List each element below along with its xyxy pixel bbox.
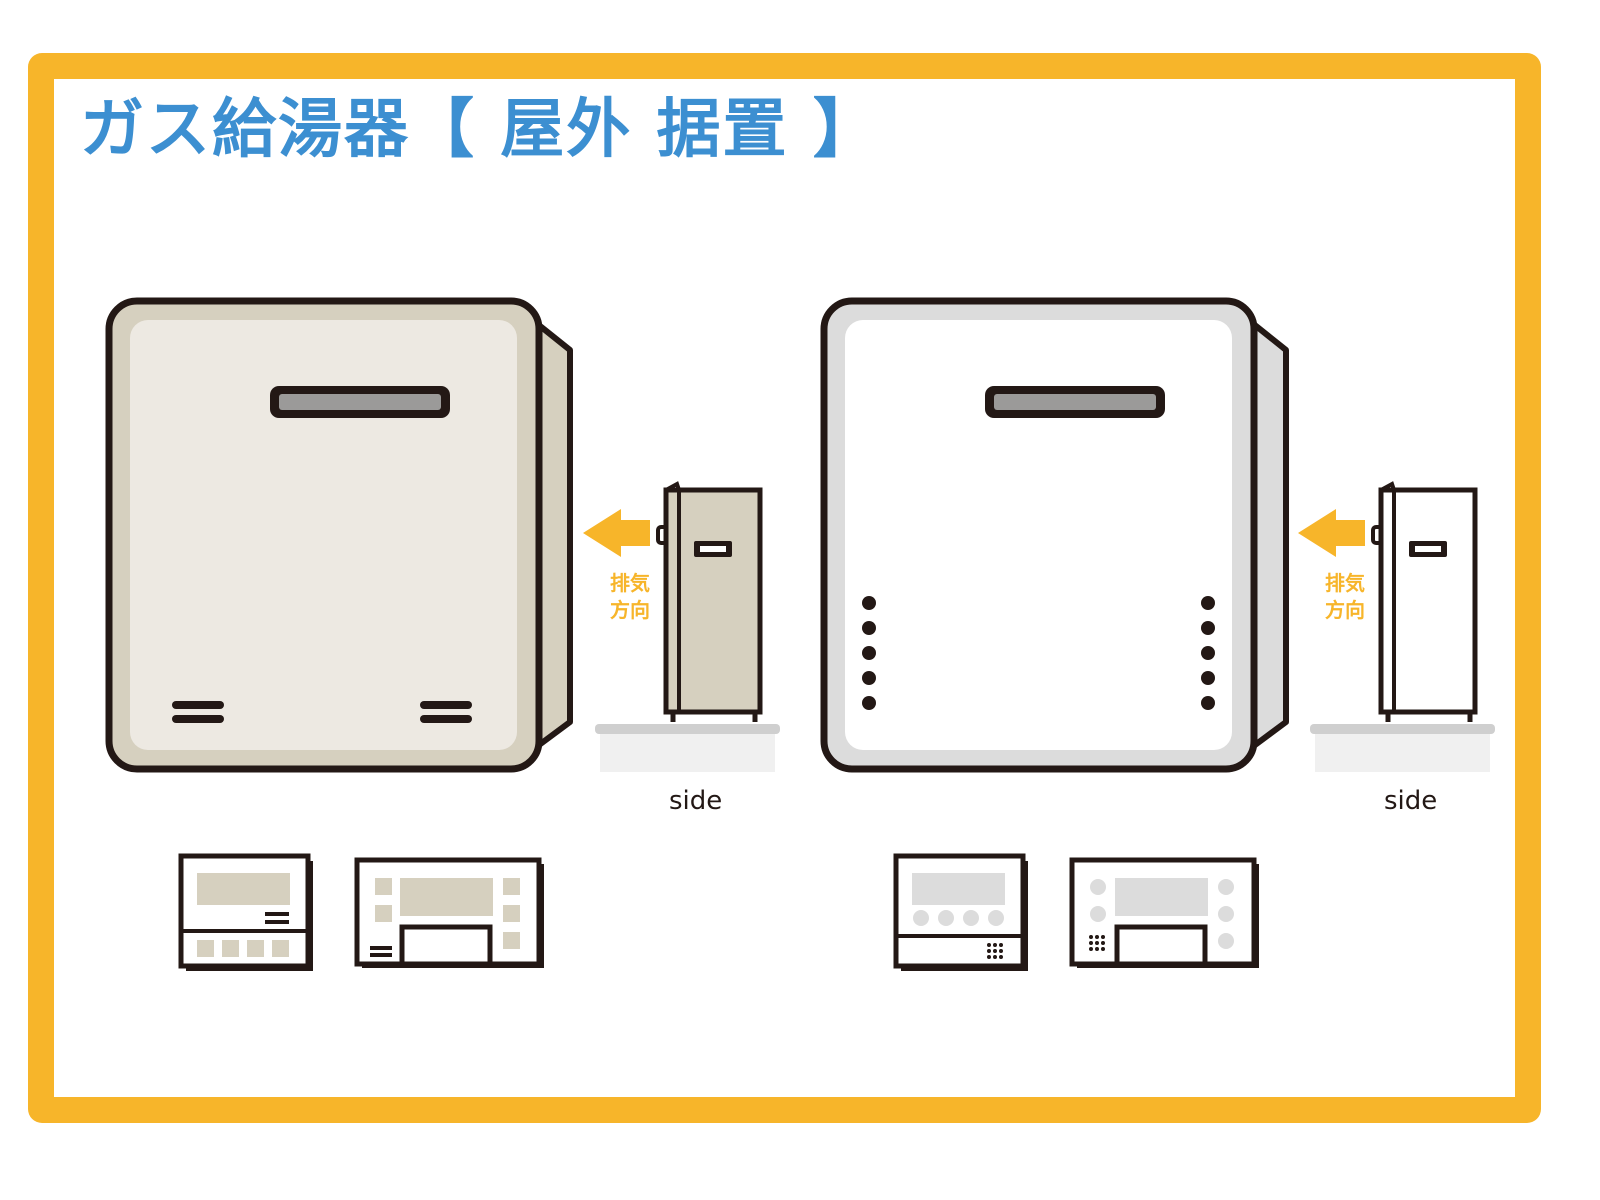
exhaust-line-1: 排気 xyxy=(610,571,650,595)
beige-side-view xyxy=(595,481,780,772)
exhaust-arrow-icon xyxy=(583,509,650,557)
exhaust-direction-label: 排気 方向 xyxy=(1320,570,1370,624)
white-side-view xyxy=(1310,481,1495,772)
page-title: ガス給湯器【 屋外 据置 】 xyxy=(80,93,879,167)
exhaust-line-1: 排気 xyxy=(1325,571,1365,595)
beige-remote-controller-1 xyxy=(178,853,313,971)
exhaust-line-2: 方向 xyxy=(610,598,650,622)
exhaust-direction-label: 排気 方向 xyxy=(605,570,655,624)
side-label: side xyxy=(669,786,723,816)
exhaust-line-2: 方向 xyxy=(1325,598,1365,622)
side-label: side xyxy=(1384,786,1438,816)
white-remote-controller-1 xyxy=(893,853,1028,971)
beige-remote-controller-2 xyxy=(354,857,544,968)
white-water-heater xyxy=(820,297,1289,773)
beige-water-heater xyxy=(105,297,573,773)
exhaust-arrow-icon xyxy=(1298,509,1365,557)
white-remote-controller-2 xyxy=(1069,857,1259,968)
